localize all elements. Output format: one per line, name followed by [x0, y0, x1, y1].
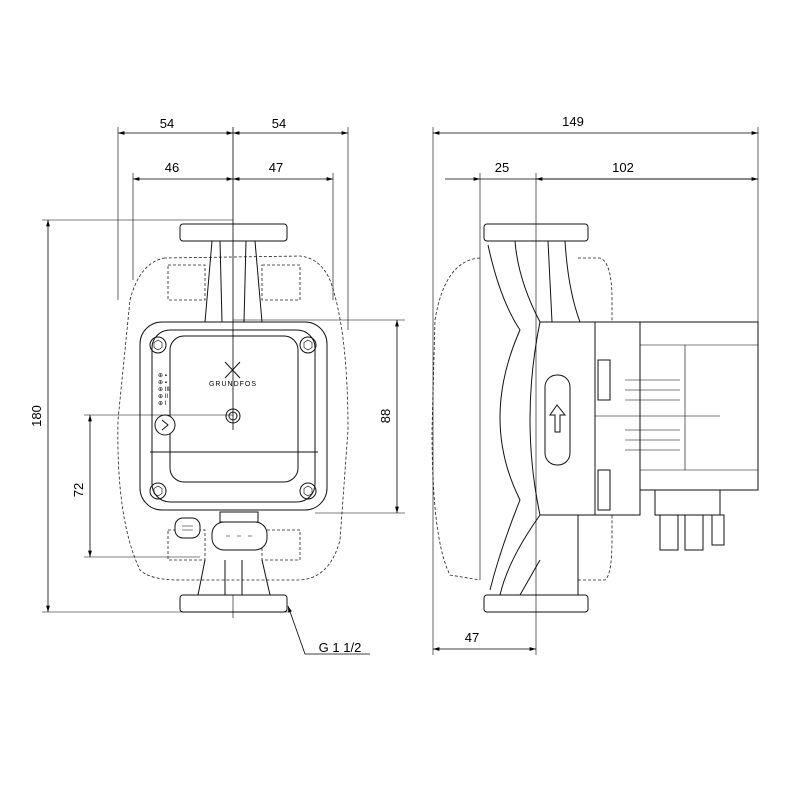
svg-text:⊕ ▪: ⊕ ▪ — [158, 380, 167, 386]
svg-text:⊕ II: ⊕ II — [158, 394, 168, 400]
signal-connector — [174, 517, 201, 539]
control-panel — [169, 335, 299, 483]
side-plug-3 — [711, 514, 725, 546]
svg-text:⊕ I: ⊕ I — [158, 401, 167, 407]
dim-label: 54 — [160, 116, 174, 131]
side-plug-2 — [684, 514, 704, 551]
thread-leader — [287, 605, 370, 655]
housing-ribs — [167, 264, 301, 561]
control-box-inner — [151, 329, 316, 503]
grundfos-logo: GRUNDFOS — [209, 361, 257, 388]
mode-indicator-icons: ⊕ ▪ ⊕ ▪ ⊕ III ⊕ II ⊕ I — [158, 373, 170, 407]
dim-label: 72 — [71, 483, 86, 497]
logo-text: GRUNDFOS — [209, 381, 257, 388]
side-latch-bottom — [597, 469, 611, 511]
extension-lines-side — [42, 219, 405, 613]
side-extension-lines — [432, 127, 759, 655]
control-box-side — [594, 321, 641, 516]
side-connector — [654, 489, 721, 516]
rotation-window — [544, 374, 571, 466]
dim-label: 47 — [269, 160, 283, 175]
volute-curve — [487, 244, 521, 591]
power-connector-top — [219, 511, 259, 523]
arrow-up-icon — [549, 404, 567, 433]
svg-text:⊕ ▪: ⊕ ▪ — [158, 373, 167, 379]
top-neck — [204, 240, 263, 323]
motor-detail — [640, 344, 758, 471]
mode-button[interactable] — [154, 414, 176, 436]
dim-label: 180 — [29, 405, 44, 427]
thread-label: G 1 1/2 — [319, 640, 362, 655]
dim-label: 47 — [465, 630, 479, 645]
signal-connector-pins — [182, 525, 193, 531]
volute-outline-right — [578, 257, 613, 581]
dim-label: 88 — [378, 409, 393, 423]
side-plug-1 — [659, 514, 679, 551]
front-view: GRUNDFOS ⊕ ▪ ⊕ ▪ ⊕ III ⊕ II ⊕ I — [29, 116, 405, 655]
svg-text:⊕ III: ⊕ III — [158, 387, 170, 393]
dim-label: 25 — [495, 160, 509, 175]
dim-label: 149 — [562, 114, 584, 129]
cooling-fins — [625, 379, 680, 451]
bottom-neck — [197, 559, 271, 596]
dim-label: 102 — [612, 160, 634, 175]
side-view: 149 25 102 47 — [431, 114, 759, 655]
side-bottom-neck — [499, 514, 579, 596]
dim-label: 54 — [272, 116, 286, 131]
extension-lines-top — [117, 127, 349, 330]
pump-housing-outline — [117, 255, 349, 581]
chevron-right-icon — [161, 419, 169, 431]
side-top-neck — [514, 240, 581, 323]
top-flange — [179, 223, 288, 242]
dim-label: 46 — [165, 160, 179, 175]
side-latch-top — [597, 359, 611, 401]
motor-housing — [639, 321, 759, 491]
bottom-flange — [179, 594, 288, 613]
screw-icon — [149, 336, 317, 500]
volute-outline — [431, 257, 481, 581]
